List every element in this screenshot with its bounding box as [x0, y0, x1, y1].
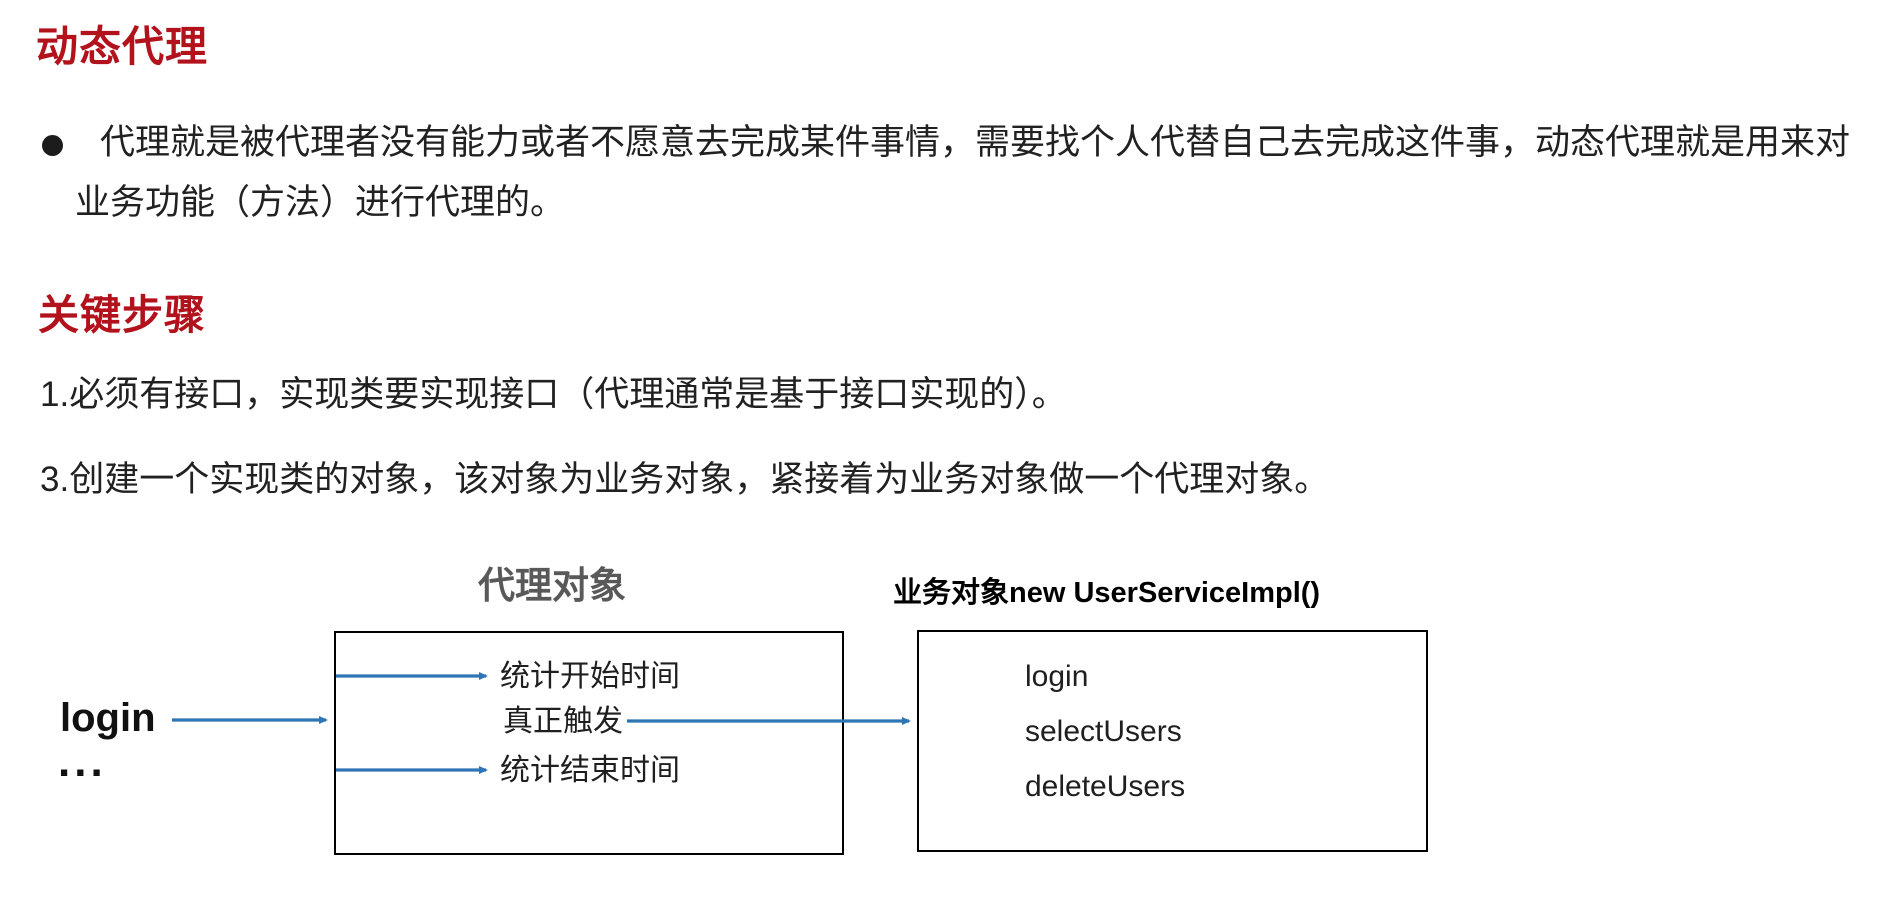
service-method-deleteUsers: deleteUsers — [1025, 770, 1186, 803]
bullet-text-line-1: 代理就是被代理者没有能力或者不愿意去完成某件事情，需要找个人代替自己去完成这件事… — [100, 123, 1851, 162]
proxy-object-box — [334, 631, 844, 855]
service-box-title: 业务对象new UserServiceImpl() — [893, 577, 1321, 609]
proxy-item-start-time: 统计开始时间 — [500, 660, 680, 693]
service-object-box — [917, 630, 1428, 852]
caller-ellipsis-label: ... — [58, 737, 107, 786]
caller-method-label: login — [60, 696, 156, 740]
service-method-selectUsers: selectUsers — [1025, 715, 1182, 748]
step-item-3: 3.创建一个实现类的对象，该对象为业务对象，紧接着为业务对象做一个代理对象。 — [40, 460, 1330, 499]
bullet-text-line-2: 业务功能（方法）进行代理的。 — [75, 183, 566, 222]
step-item-1: 1.必须有接口，实现类要实现接口（代理通常是基于接口实现的）。 — [40, 375, 1067, 414]
proxy-item-end-time: 统计结束时间 — [500, 754, 680, 787]
page-title: 动态代理 — [36, 23, 209, 70]
proxy-item-real-trigger: 真正触发 — [503, 705, 623, 738]
bullet-icon — [42, 135, 63, 156]
proxy-box-title: 代理对象 — [478, 565, 626, 606]
section-title-key-steps: 关键步骤 — [38, 292, 206, 338]
service-method-login: login — [1025, 660, 1089, 693]
